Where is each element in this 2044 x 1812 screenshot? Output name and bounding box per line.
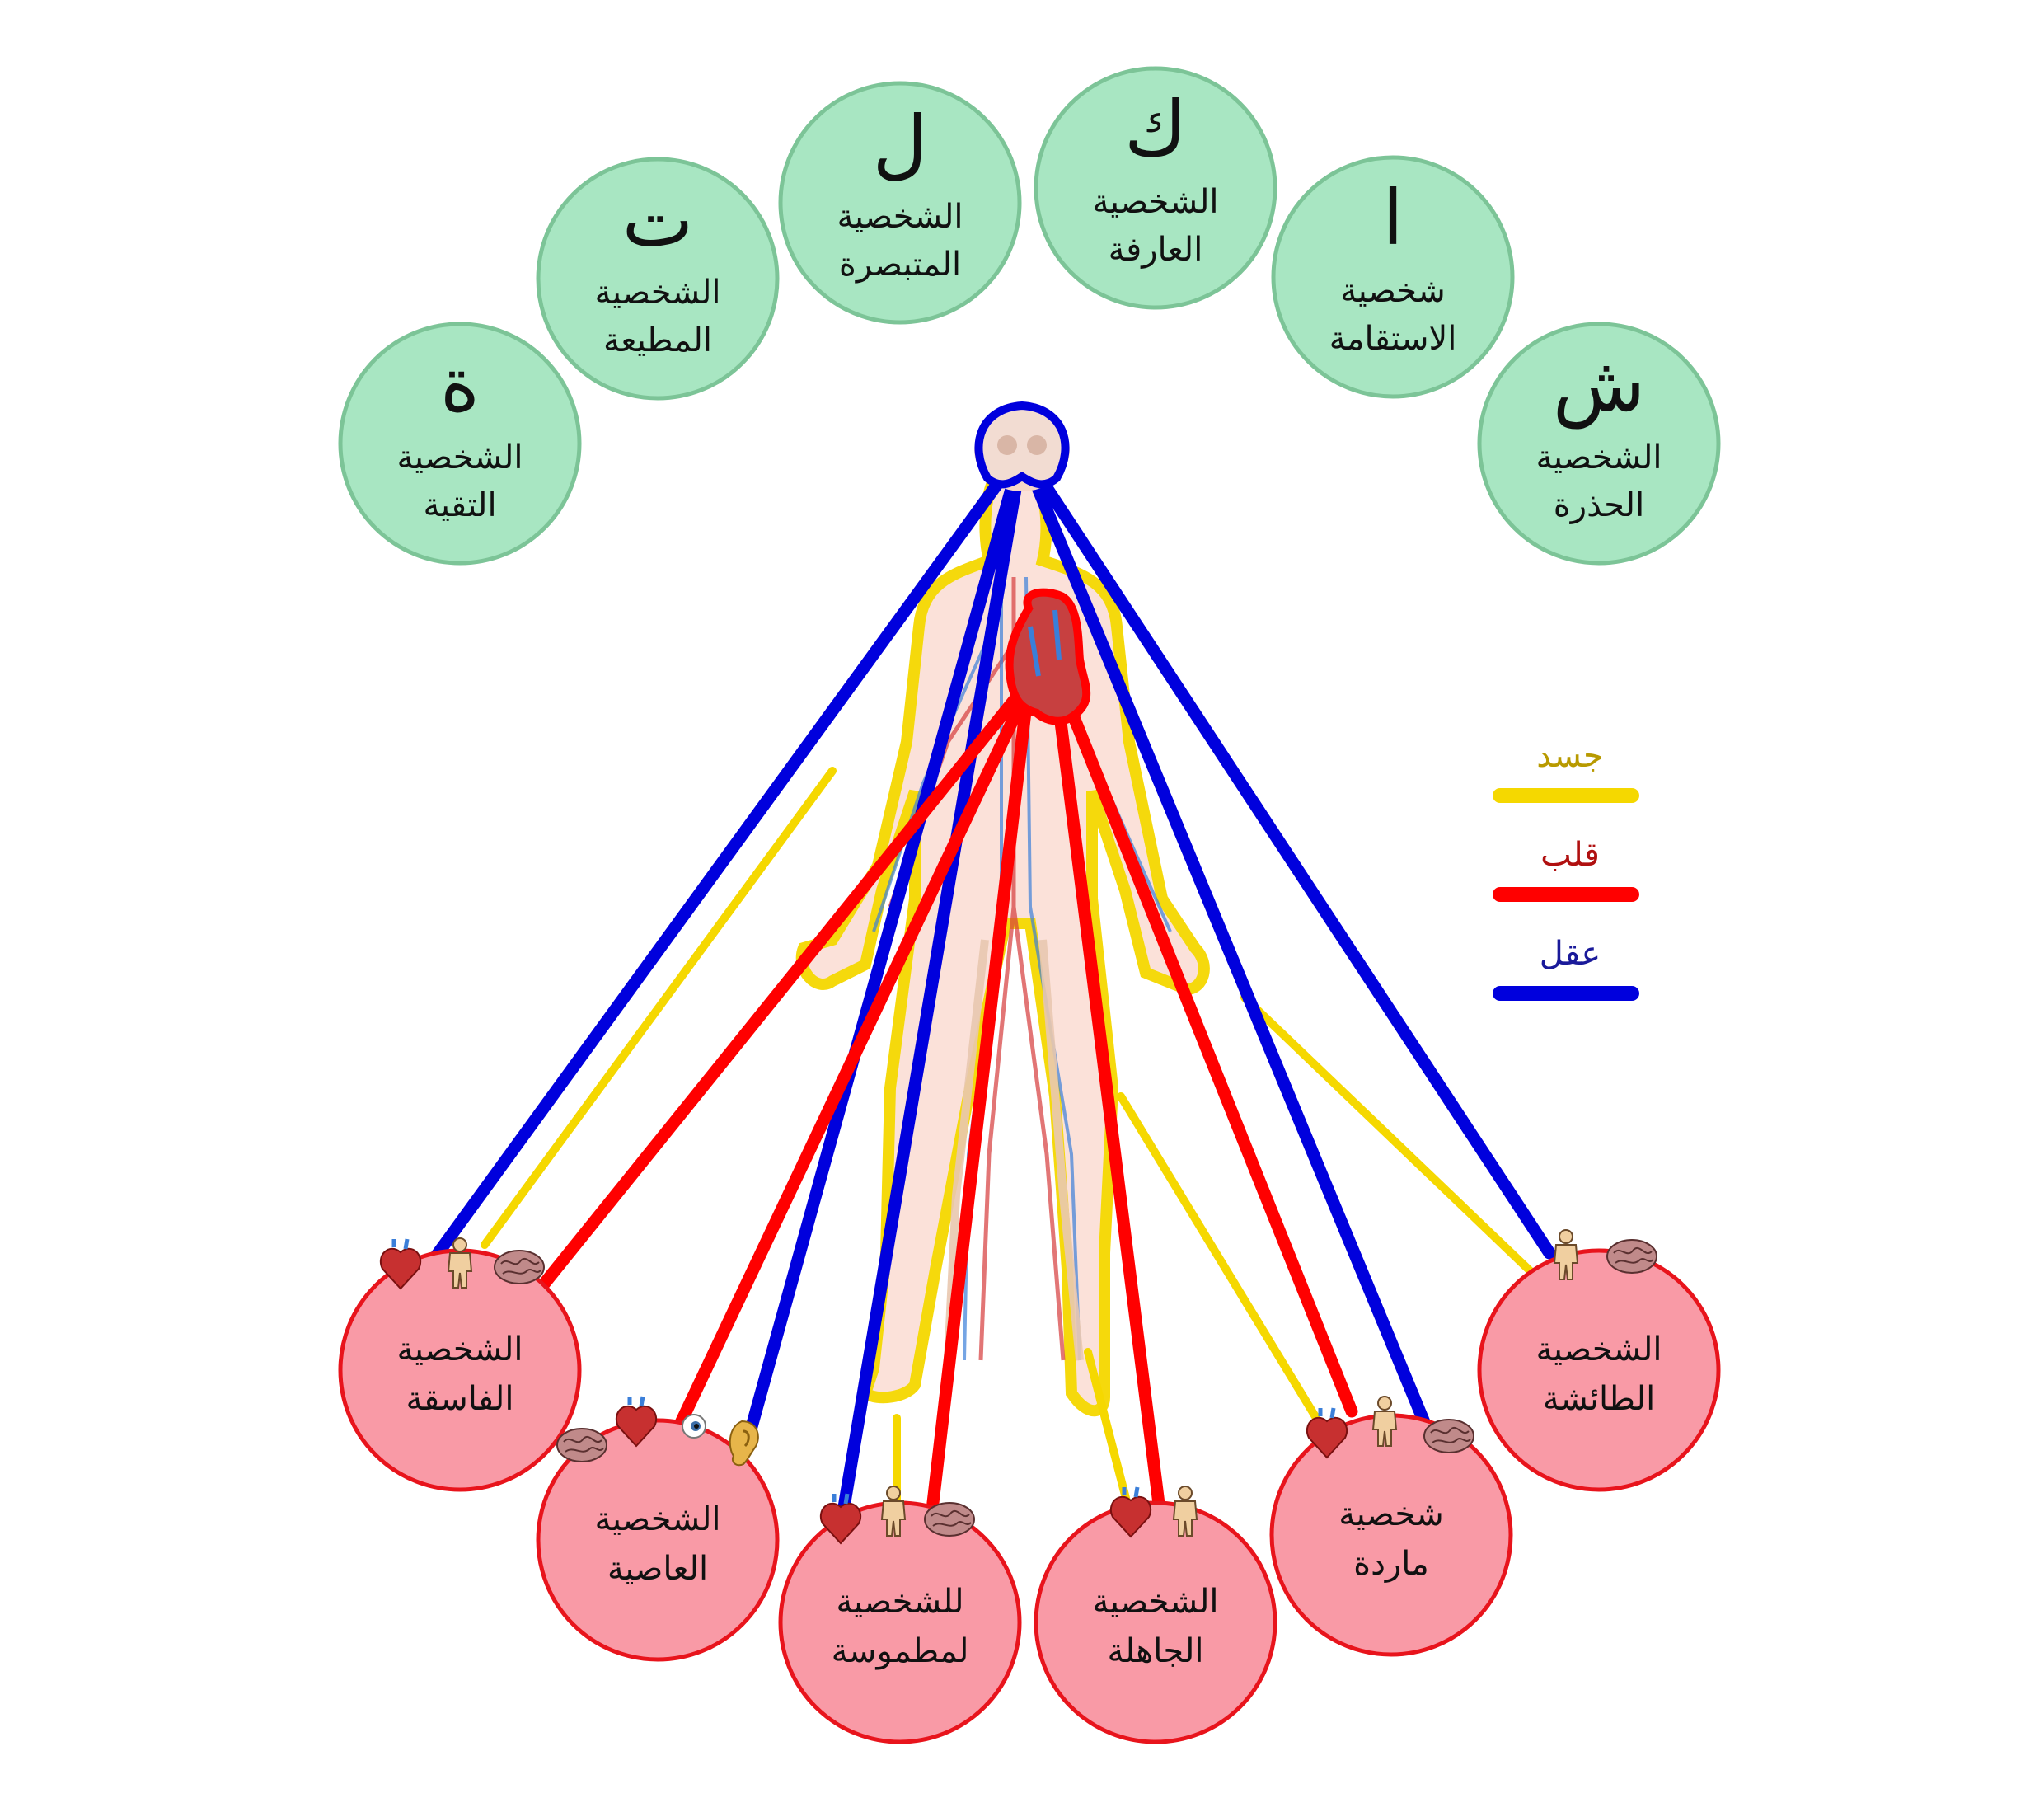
mind-connection-line [1015,444,1556,1260]
bottom-circle-label-line2: ماردة [1353,1545,1429,1583]
bottom-circle: الشخصية العاصية [536,1396,780,1662]
top-circle-label-line1: شخصية [1340,272,1446,310]
heart-connection-line [536,686,1027,1293]
top-circle-letter: ل [873,100,928,188]
bottom-circle: الشخصية الجاهلة [1034,1486,1278,1744]
top-circle-shape [1034,66,1278,310]
brain-icon [1423,1419,1474,1453]
bottom-circle-label-line1: الشخصية [1535,1331,1662,1368]
heart-icon [1110,1486,1151,1538]
eye-icon [682,1414,706,1439]
bottom-circle-label-line2: الفاسقة [406,1380,514,1418]
top-circle-label-line2: المتبصرة [839,246,961,284]
brain-icon [556,1428,607,1462]
legend-label: عقل [1540,935,1601,973]
bottom-circle-label-line2: العاصية [607,1550,708,1588]
bottom-circle-shape [1034,1500,1278,1744]
top-circle: ك الشخصية العارفة [1034,66,1278,310]
heart-connection-line [673,694,1029,1431]
person-icon [447,1237,473,1289]
top-circle-letter: ا [1382,174,1404,262]
bottom-circle-label-line2: الطائشة [1543,1380,1656,1418]
bottom-circle: الشخصية الفاسقة [338,1237,582,1492]
top-circle-label-line2: الاستقامة [1329,320,1457,358]
heart-icon [616,1396,657,1448]
body-connection-line [1117,1092,1323,1426]
bottom-circle-label-line2: الجاهلة [1107,1632,1203,1670]
brain-icon [1606,1239,1657,1274]
head-mind-outline [974,401,1070,491]
body-connection-line [481,767,837,1249]
top-circle-label-line2: العارفة [1109,231,1203,269]
top-circle: ش الشخصية الحذرة [1477,322,1721,566]
legend-label: جسد [1536,737,1603,775]
top-circle-label-line2: الحذرة [1554,486,1644,524]
top-circle-letter: ش [1553,340,1645,429]
bottom-circle-shape [778,1500,1022,1744]
top-circle-shape [338,322,582,566]
top-circle-label-line1: الشخصية [396,439,523,476]
bottom-circle-shape [536,1418,780,1662]
heart-icon [380,1238,421,1290]
bottom-circle-shape [1477,1248,1721,1492]
top-circle-shape [778,81,1022,325]
bottom-circle: الشخصية الطائشة [1477,1229,1721,1492]
bottom-circle-label-line1: للشخصية [836,1583,963,1621]
top-circle-letter: ت [622,176,694,264]
bottom-circle-label-line1: الشخصية [594,1500,720,1538]
top-circle-shape [1477,322,1721,566]
bottom-circle-shape [338,1248,582,1492]
person-icon [1371,1396,1398,1447]
top-circle-label-line2: التقية [423,486,496,524]
top-circle-shape [536,157,780,401]
ear-icon [729,1420,759,1467]
connection-lines [429,444,1556,1523]
top-circle-label-line1: الشخصية [837,198,963,236]
top-circle-label-line1: الشخصية [594,274,720,312]
brain-icon [494,1250,545,1284]
top-circle: ت الشخصية المطيعة [536,157,780,401]
heart-connection-line [1052,702,1167,1523]
heart-outline [1005,588,1091,725]
mind-connection-line [1015,444,1431,1429]
brain-icon [924,1502,975,1537]
person-icon [880,1486,907,1537]
heart-connection-line [1061,694,1358,1418]
bottom-circle-label-line1: الشخصية [396,1331,523,1368]
bottom-circle-shape [1269,1413,1513,1657]
mind-connection-line [429,444,1029,1264]
legend-label: قلب [1540,836,1600,874]
heart-icon [820,1493,861,1545]
top-circle-label-line2: المطيعة [603,322,712,359]
body-connection-line [1084,1348,1132,1509]
bottom-circle-group: الشخصية الفاسقة الشخصية العاصية للشخصية لمطمو… [338,1229,1721,1744]
person-icon [1553,1229,1579,1280]
top-circle-group: ة الشخصية التقية ت الشخصية المطيعة ل الشخصية الم… [338,66,1721,566]
bottom-circle-label-line2: لمطموسة [832,1632,969,1670]
bottom-circle: للشخصية لمطموسة [778,1486,1022,1744]
top-circle-label-line1: الشخصية [1092,183,1218,221]
body-connection-line [1240,993,1537,1278]
bottom-circle-label-line1: الشخصية [1092,1583,1218,1621]
bottom-circle-label-line1: شخصية [1338,1495,1444,1533]
legend: جسد قلب عقل [1493,737,1639,1001]
top-circle: ا شخصية الاستقامة [1271,155,1515,399]
top-circle-letter: ك [1124,85,1187,173]
top-circle-label-line1: الشخصية [1535,439,1662,476]
heart-icon [1306,1407,1348,1459]
top-circle-letter: ة [440,340,480,429]
mind-connection-line [742,444,1029,1445]
mind-connection-line [836,444,1029,1523]
heart-connection-line [925,698,1033,1523]
top-circle: ة الشخصية التقية [338,322,582,566]
bottom-circle: شخصية ماردة [1269,1396,1513,1657]
top-circle-shape [1271,155,1515,399]
top-circle: ل الشخصية المتبصرة [778,81,1022,325]
person-icon [1172,1486,1198,1537]
